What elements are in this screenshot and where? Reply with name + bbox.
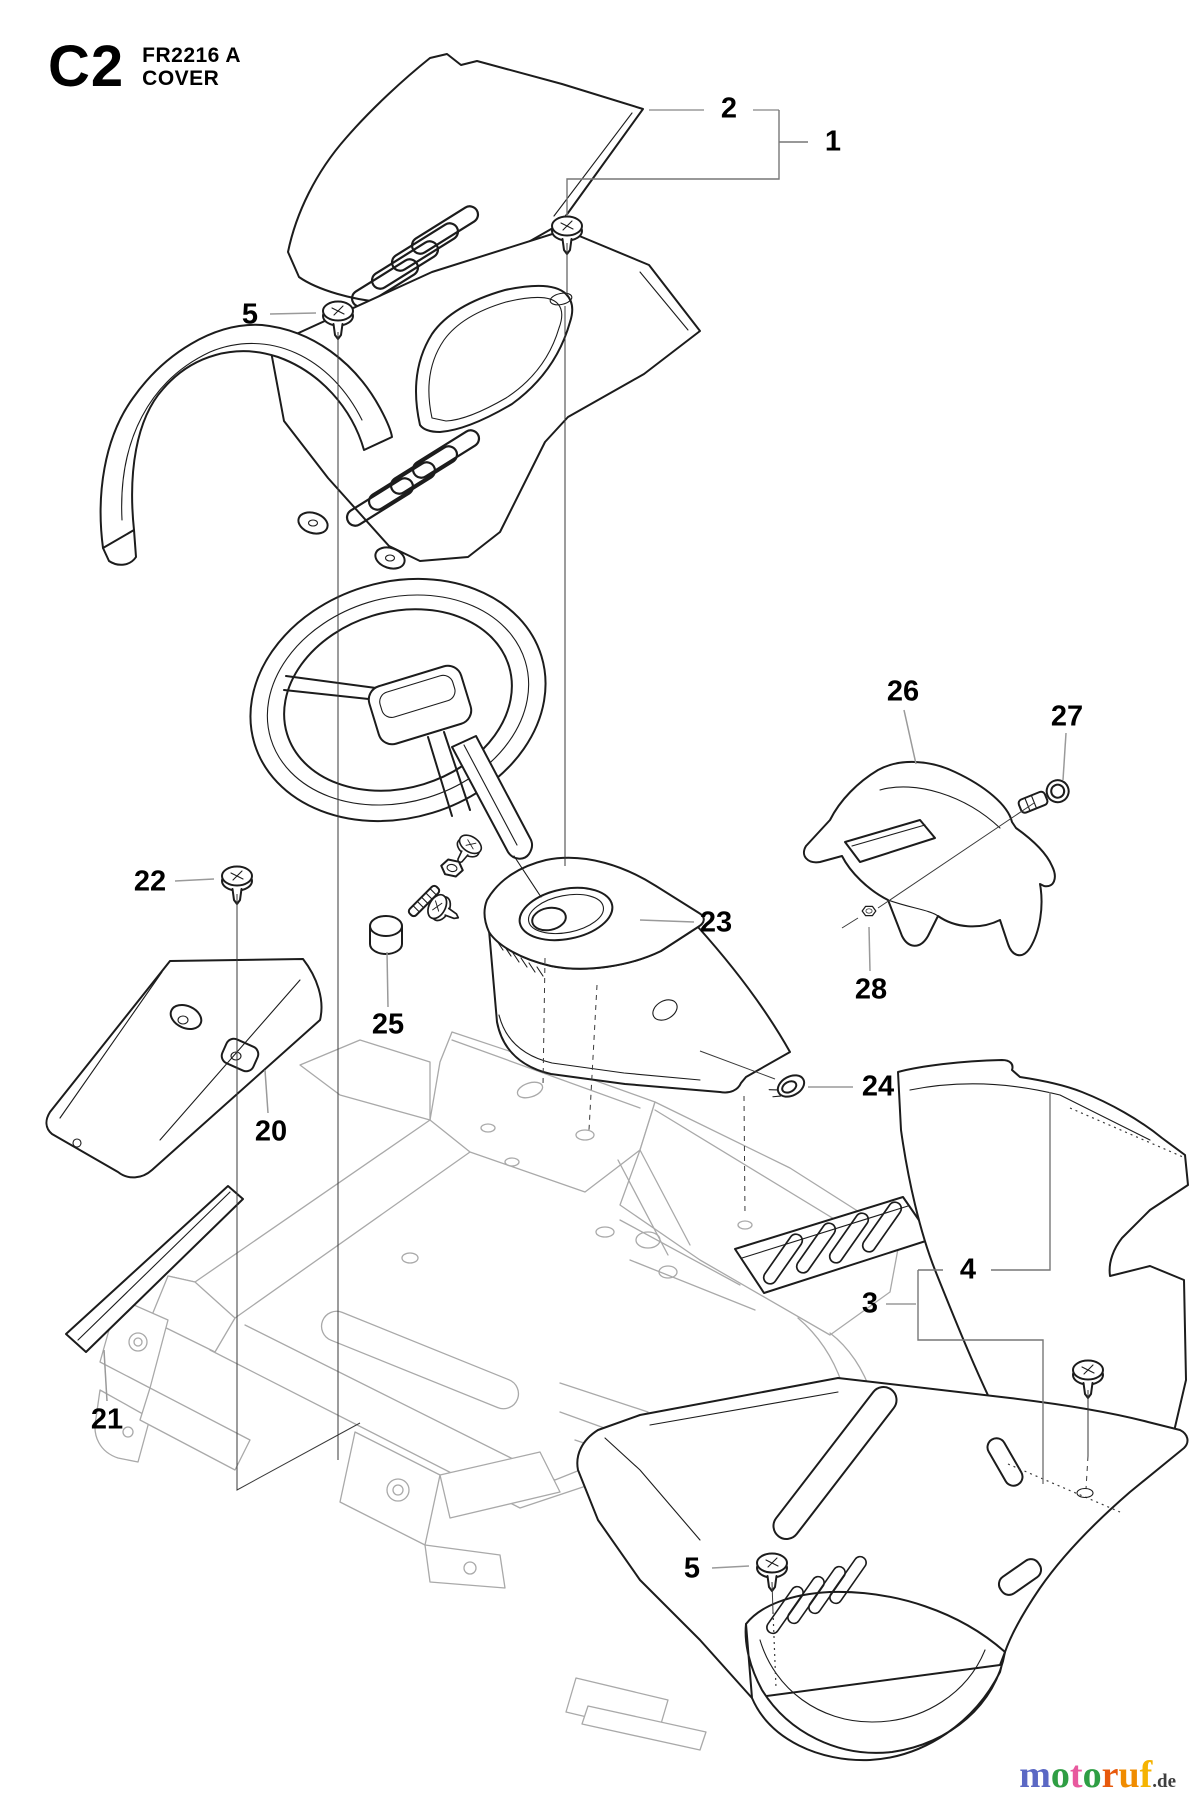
part-26-column-cover xyxy=(802,761,1056,957)
callout-26: 26 xyxy=(886,675,920,708)
threaded-stud-icon xyxy=(407,884,441,918)
callout-28: 28 xyxy=(854,973,888,1006)
part-27-key-fastener xyxy=(1017,779,1070,814)
logo-letter: t xyxy=(1069,1754,1083,1796)
steering-wheel xyxy=(249,577,547,860)
model-number: FR2216 A xyxy=(142,44,242,67)
part-21-trim-strip xyxy=(65,1185,244,1353)
part-1-main-cover xyxy=(99,229,701,570)
fender-left xyxy=(99,323,393,566)
bottom-cover-assembly xyxy=(576,1377,1189,1762)
callout-2: 2 xyxy=(720,92,738,125)
callout-4: 4 xyxy=(959,1253,977,1286)
logo-letter: u xyxy=(1118,1754,1140,1796)
callout-25: 25 xyxy=(371,1008,405,1041)
steering-hardware xyxy=(407,830,486,918)
logo-letter: r xyxy=(1101,1754,1119,1796)
section-code: C2 xyxy=(48,34,125,99)
callout-1: 1 xyxy=(824,125,842,158)
callout-20: 20 xyxy=(254,1115,288,1148)
logo-suffix: .de xyxy=(1152,1771,1176,1792)
callout-3: 3 xyxy=(861,1287,879,1320)
part-4-floor-pan xyxy=(897,1059,1189,1502)
callout-5-bottom: 5 xyxy=(683,1552,701,1585)
callout-21: 21 xyxy=(90,1403,124,1436)
callout-24: 24 xyxy=(861,1070,895,1103)
logo-letter: f xyxy=(1139,1754,1153,1796)
logo-letter: m xyxy=(1019,1754,1051,1796)
callout-22: 22 xyxy=(133,865,167,898)
diagram-header: C2 FR2216 A COVER xyxy=(48,34,241,99)
assembly-name: COVER xyxy=(142,66,220,90)
callout-27: 27 xyxy=(1050,700,1084,733)
logo-letter: o xyxy=(1082,1754,1102,1796)
callout-5-top: 5 xyxy=(241,298,259,331)
support-tube xyxy=(772,1386,898,1540)
model-and-title: FR2216 A COVER xyxy=(142,40,241,90)
part-24-grommet xyxy=(768,1074,806,1098)
part-23-console-cover xyxy=(423,856,791,1094)
logo-letter: o xyxy=(1050,1754,1070,1796)
part-28-nut xyxy=(861,905,877,917)
callout-23: 23 xyxy=(699,906,733,939)
leader-lines xyxy=(103,109,1094,1689)
part-20-side-panel xyxy=(45,958,323,1179)
part-25-bushing xyxy=(369,915,403,955)
frame-chassis xyxy=(94,1031,901,1751)
motoruf-logo[interactable]: motoruf.de xyxy=(1019,1756,1176,1794)
